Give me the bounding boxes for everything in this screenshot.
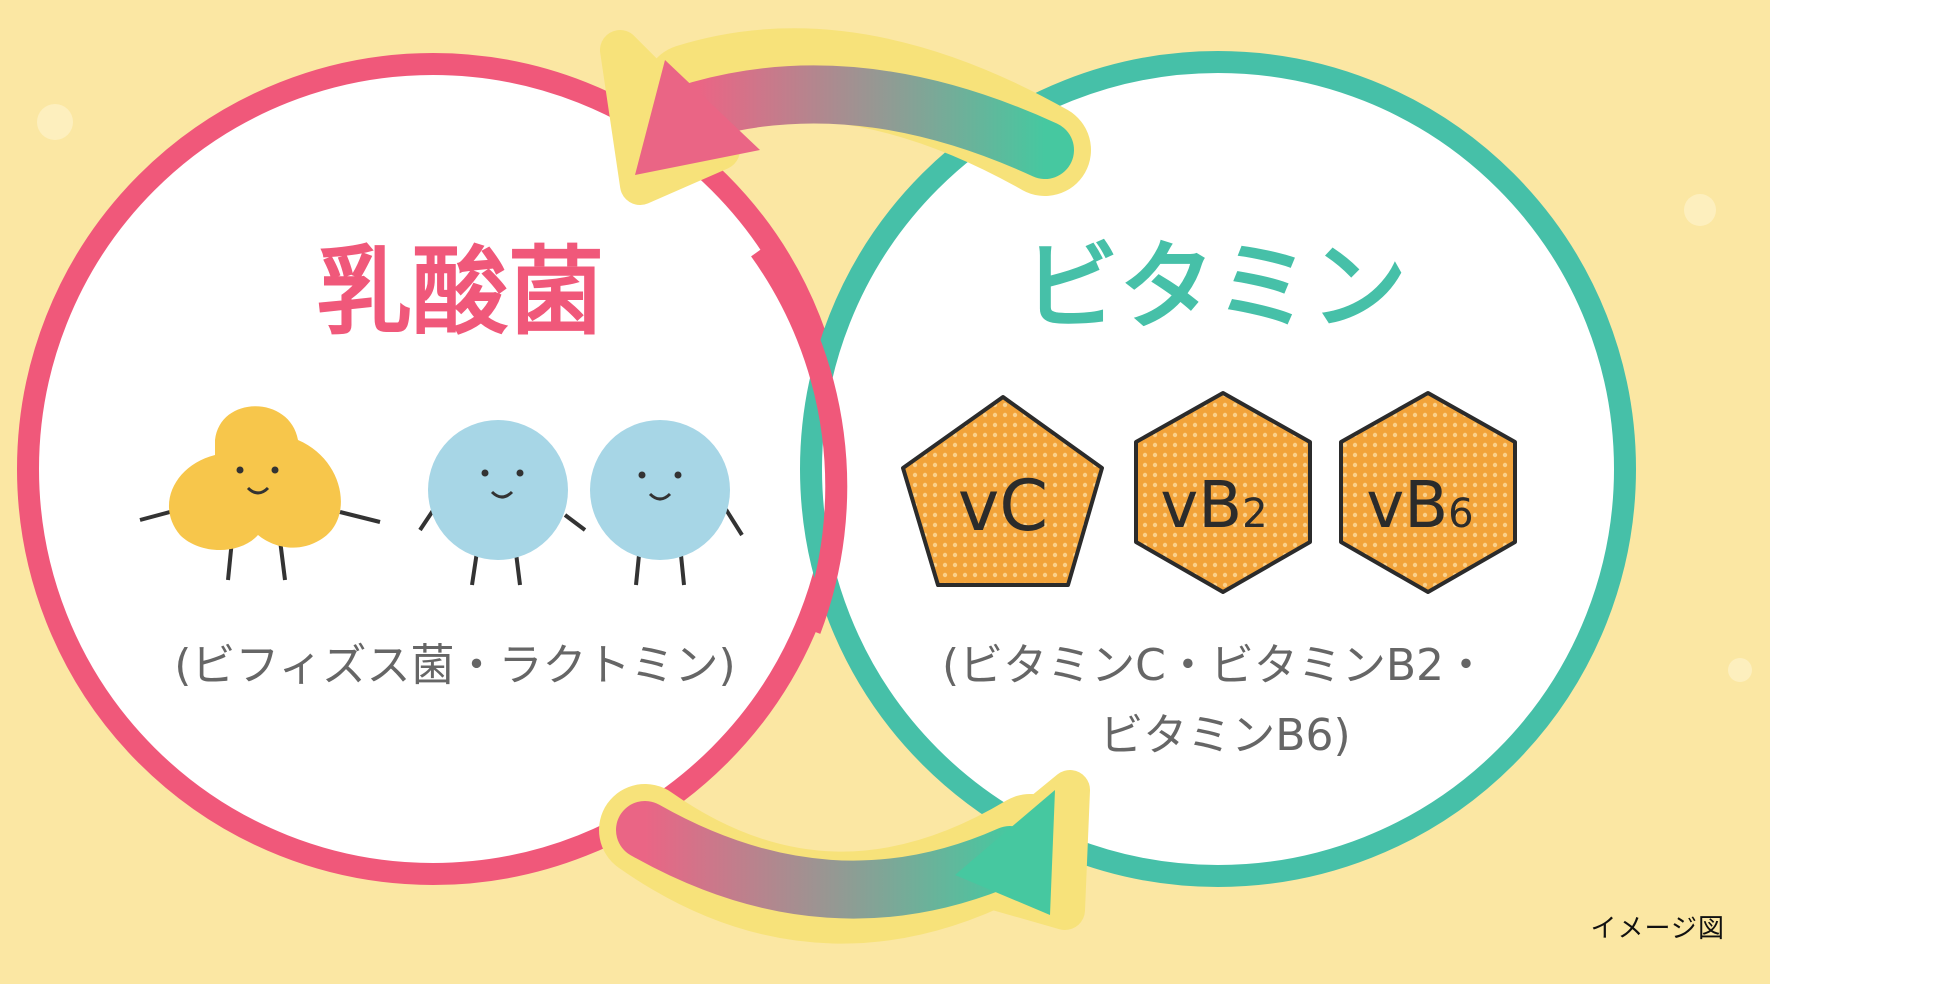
bokeh-3 <box>1728 658 1752 682</box>
arrow-top <box>600 28 1091 205</box>
badge-vb6: vB6 <box>1339 391 1517 594</box>
badge-vb2: vB2 <box>1134 391 1312 594</box>
svg-text:vB2: vB2 <box>1160 469 1267 543</box>
vitamin-subtitle-line2: ビタミンB6) <box>1099 710 1350 761</box>
bacteria-blue-1 <box>418 420 568 586</box>
badge-vc: vC <box>901 395 1104 587</box>
svg-text:vB6: vB6 <box>1366 469 1473 543</box>
vitamin-subtitle-line1: (ビタミンC・ビタミンB2・ <box>942 640 1488 691</box>
bokeh-1 <box>37 104 73 140</box>
bokeh-2 <box>1684 194 1716 226</box>
lactic-subtitle: (ビフィズス菌・ラクトミン) <box>174 640 735 691</box>
vitamin-title: ビタミン <box>1023 231 1407 343</box>
arrow-bottom <box>599 770 1090 944</box>
bacteria-blue-2 <box>563 420 744 586</box>
lactic-title: 乳酸菌 <box>316 236 604 348</box>
svg-text:vC: vC <box>958 465 1048 547</box>
bacteria-yellow <box>139 406 381 581</box>
lactic-circle-overlap <box>751 243 848 634</box>
image-caption: イメージ図 <box>1590 914 1725 944</box>
